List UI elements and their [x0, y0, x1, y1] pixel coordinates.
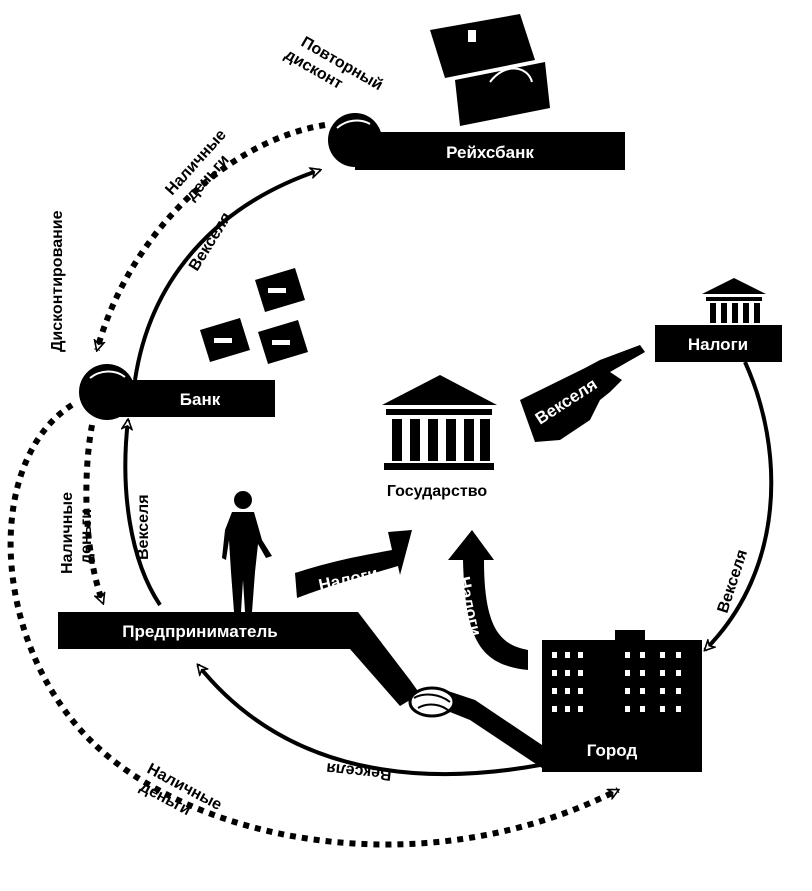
city-label: Город — [587, 741, 638, 760]
cash-bank-to-city-line — [7, 402, 618, 848]
entrepreneur-label: Предприниматель — [122, 622, 278, 641]
entrepreneur-arm — [340, 612, 420, 706]
bills-city-to-entrepreneur-label: Векселя — [325, 759, 392, 783]
taxes-entrepreneur-to-state-arrow — [295, 530, 412, 598]
globe-icon — [79, 364, 135, 420]
city-arm — [440, 690, 542, 768]
treasure-chest-icon — [430, 14, 550, 126]
bank-label: Банк — [180, 390, 221, 409]
entrepreneur-bar — [58, 612, 358, 649]
bills-bank-to-reichsbank-label: Векселя — [186, 210, 235, 275]
city-building-icon — [542, 630, 702, 772]
globe-icon — [328, 113, 382, 167]
cash-bank-to-city-label: Наличныеденьги — [135, 761, 224, 831]
reichsbank-bar — [355, 132, 625, 170]
discounting-label: Дисконтирование — [49, 210, 66, 352]
bills-entrepreneur-to-bank-label: Векселя — [135, 494, 152, 560]
cash-reichsbank-to-bank-line — [97, 122, 326, 350]
bills-bank-to-reichsbank-line — [133, 170, 320, 381]
bills-taxes-to-city-label: Векселя — [715, 548, 751, 616]
pointing-hand-icon — [520, 345, 645, 442]
taxes-city-to-state-arrow — [448, 530, 528, 690]
handshake-icon — [408, 686, 456, 718]
bills-city-to-entrepreneur-line — [198, 665, 541, 776]
bank-bar — [112, 380, 275, 417]
taxes-office-label: Налоги — [688, 335, 748, 354]
rediscount-label: Повторныйдисконт — [282, 30, 386, 111]
person-silhouette-icon — [222, 491, 272, 612]
money-box-icon — [200, 268, 308, 364]
government-building-icon — [382, 375, 497, 470]
reichsbank-label: Рейхсбанк — [446, 143, 534, 162]
state-label: Государство — [387, 483, 487, 500]
cash-reichsbank-to-bank-label: Наличныеденьги — [162, 126, 244, 211]
bills-entrepreneur-to-bank-line — [125, 420, 162, 607]
bank-building-icon — [702, 278, 766, 323]
cash-bank-to-entrepreneur-line — [83, 424, 106, 603]
bills-taxes-to-city-line — [705, 361, 774, 650]
taxes-office-bar — [655, 325, 782, 362]
